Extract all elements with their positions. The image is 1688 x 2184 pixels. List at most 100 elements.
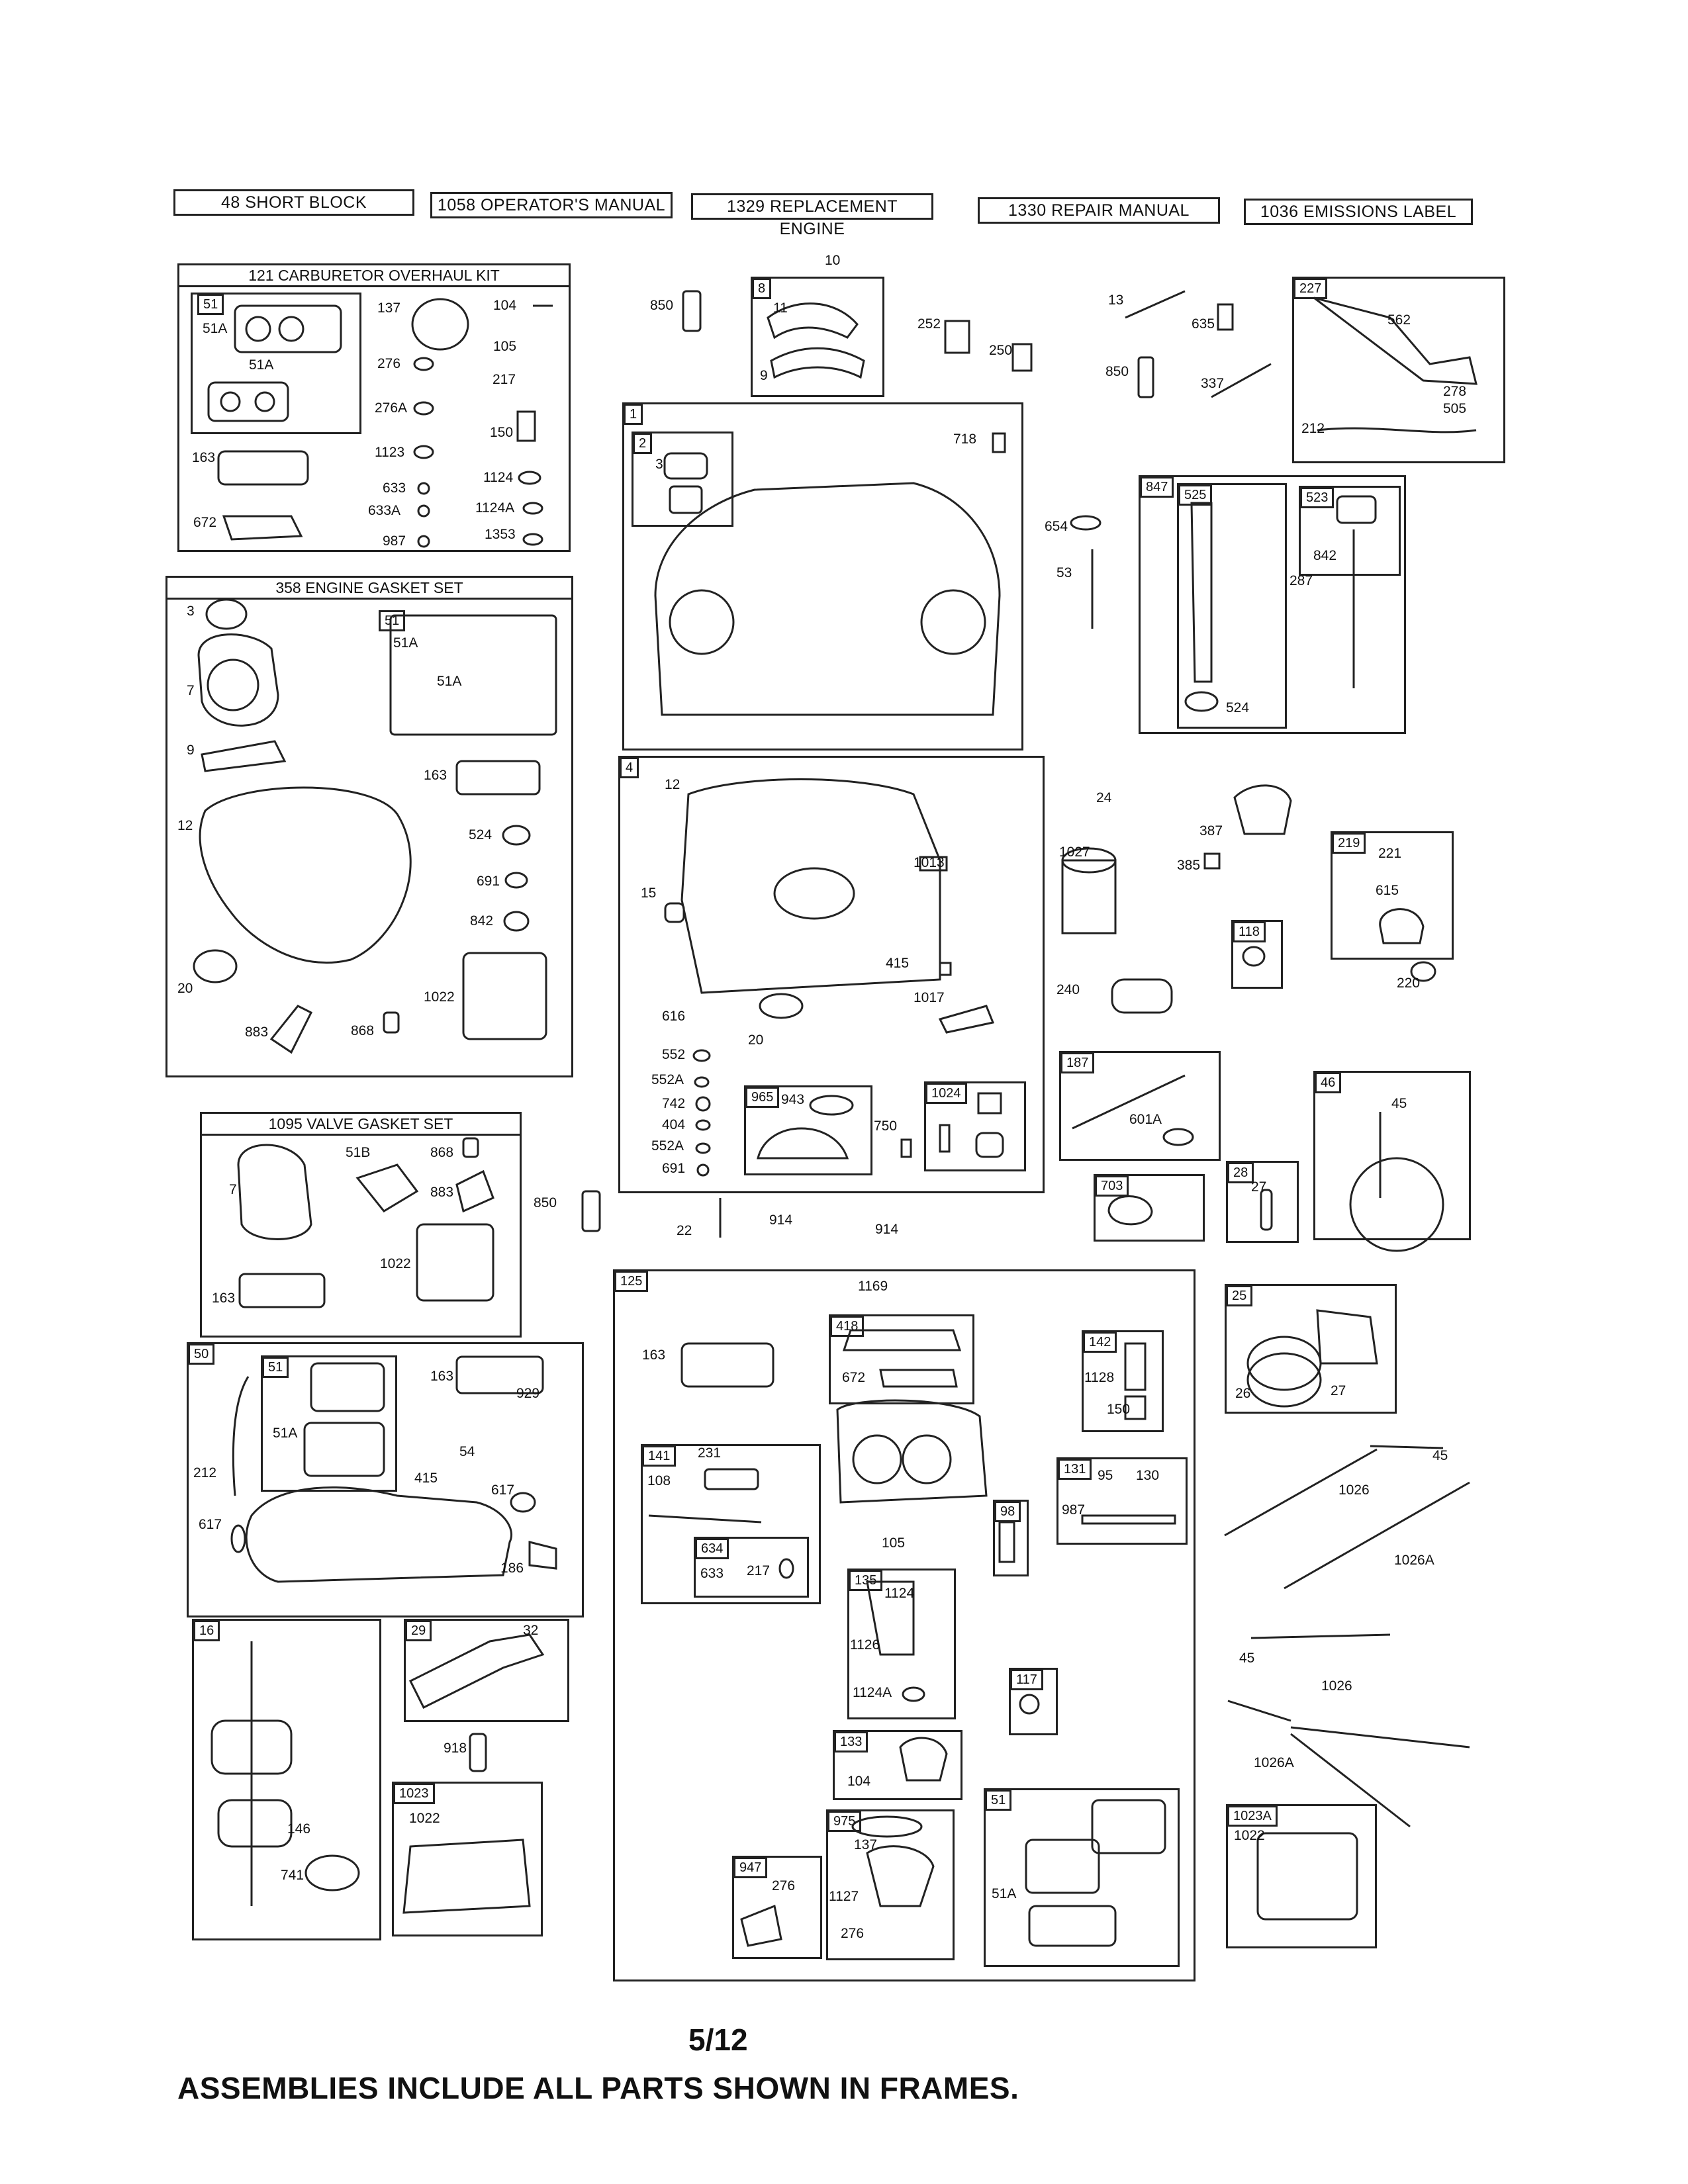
label-51a: 51A (249, 357, 274, 373)
frame-tag-51: 51 (197, 294, 224, 315)
label-105: 105 (493, 339, 517, 354)
frame-tag-634: 634 (695, 1538, 729, 1559)
label-1128: 1128 (1084, 1370, 1115, 1385)
label-54: 54 (459, 1444, 475, 1459)
label-104: 104 (847, 1774, 871, 1789)
label-616: 616 (662, 1009, 686, 1024)
label-552: 552 (662, 1047, 686, 1062)
frame-131 (1056, 1457, 1188, 1545)
frame-634 (694, 1537, 809, 1598)
frame-25 (1225, 1284, 1397, 1414)
frame-50 (187, 1342, 584, 1617)
frame-tag-947: 947 (733, 1857, 768, 1878)
frame-118 (1231, 920, 1283, 989)
engine-gasket-set-title: 358 ENGINE GASKET SET (167, 578, 571, 600)
label-617: 617 (199, 1517, 222, 1532)
label-1124: 1124 (483, 470, 514, 485)
label-883: 883 (245, 1024, 269, 1040)
frame-51-carb (191, 293, 361, 434)
frame-tag-51-valve: 51 (985, 1790, 1012, 1811)
frame-227 (1292, 277, 1505, 463)
frame-tag-142: 142 (1083, 1332, 1117, 1353)
frame-219 (1331, 831, 1454, 960)
label-3: 3 (655, 457, 663, 472)
label-385: 385 (1177, 858, 1201, 873)
frame-tag-117: 117 (1010, 1669, 1043, 1690)
label-12: 12 (665, 777, 680, 792)
label-1013: 1013 (914, 855, 945, 870)
title-box-replacement-engine: 1329 REPLACEMENT ENGINE (691, 193, 933, 238)
label-26: 26 (1235, 1386, 1251, 1401)
label-24: 24 (1096, 790, 1112, 805)
label-654: 654 (1045, 519, 1068, 534)
label-1353: 1353 (485, 527, 516, 542)
label-635: 635 (1192, 316, 1215, 332)
frame-tag-219: 219 (1332, 833, 1366, 854)
label-7: 7 (229, 1182, 237, 1197)
label-51a: 51A (203, 321, 228, 336)
frame-tag-46: 46 (1315, 1072, 1342, 1093)
label-186: 186 (500, 1561, 524, 1576)
label-27: 27 (1251, 1179, 1267, 1195)
frame-965 (744, 1085, 872, 1175)
frame-tag-98: 98 (994, 1501, 1021, 1522)
label-505: 505 (1443, 401, 1467, 416)
frame-tag-4: 4 (620, 757, 639, 778)
label-943: 943 (781, 1092, 805, 1107)
label-1026a: 1026A (1254, 1755, 1294, 1770)
label-217: 217 (492, 372, 516, 387)
frame-1024 (924, 1081, 1026, 1171)
label-150: 150 (1107, 1402, 1131, 1417)
frame-141 (641, 1444, 821, 1604)
label-691: 691 (477, 874, 500, 889)
frame-tag-965: 965 (745, 1087, 780, 1108)
frame-117 (1009, 1668, 1058, 1735)
label-252: 252 (917, 316, 941, 332)
label-45: 45 (1432, 1448, 1448, 1463)
carburetor-overhaul-kit-title: 121 CARBURETOR OVERHAUL KIT (179, 265, 569, 287)
label-1022: 1022 (409, 1811, 440, 1826)
label-524: 524 (469, 827, 492, 842)
label-276a: 276A (375, 400, 408, 416)
label-387: 387 (1199, 823, 1223, 839)
label-7: 7 (187, 683, 195, 698)
label-51a: 51A (992, 1886, 1017, 1901)
label-276: 276 (377, 356, 401, 371)
frame-tag-131: 131 (1058, 1459, 1092, 1480)
label-750: 750 (874, 1118, 898, 1134)
label-221: 221 (1378, 846, 1402, 861)
label-20: 20 (177, 981, 193, 996)
label-415: 415 (414, 1471, 438, 1486)
label-1026a: 1026A (1394, 1553, 1434, 1568)
label-987: 987 (383, 533, 406, 549)
label-337: 337 (1201, 376, 1225, 391)
label-45: 45 (1239, 1651, 1255, 1666)
label-13: 13 (1108, 293, 1124, 308)
frame-tag-133: 133 (834, 1731, 868, 1752)
label-250: 250 (989, 343, 1013, 358)
frame-tag-187: 187 (1060, 1052, 1095, 1073)
label-1126: 1126 (850, 1637, 880, 1653)
label-415: 415 (886, 956, 910, 971)
label-868: 868 (351, 1023, 375, 1038)
label-1017: 1017 (914, 990, 945, 1005)
frame-tag-51-intake: 51 (262, 1357, 289, 1378)
frame-133 (833, 1730, 962, 1800)
label-220: 220 (1397, 976, 1421, 991)
label-231: 231 (698, 1445, 722, 1461)
label-672: 672 (842, 1370, 866, 1385)
frame-46 (1313, 1071, 1471, 1240)
frame-tag-135: 135 (849, 1570, 883, 1591)
frame-tag-847: 847 (1140, 477, 1174, 498)
label-562: 562 (1387, 312, 1411, 328)
label-105: 105 (882, 1535, 906, 1551)
page-number: 5/12 (688, 2023, 748, 2057)
label-146: 146 (287, 1821, 311, 1837)
label-53: 53 (1056, 565, 1072, 580)
label-163: 163 (424, 768, 447, 783)
label-850: 850 (1105, 364, 1129, 379)
frame-tag-125: 125 (614, 1271, 649, 1292)
label-1026: 1026 (1321, 1678, 1352, 1694)
label-633: 633 (383, 480, 406, 496)
frame-tag-25: 25 (1226, 1285, 1253, 1306)
